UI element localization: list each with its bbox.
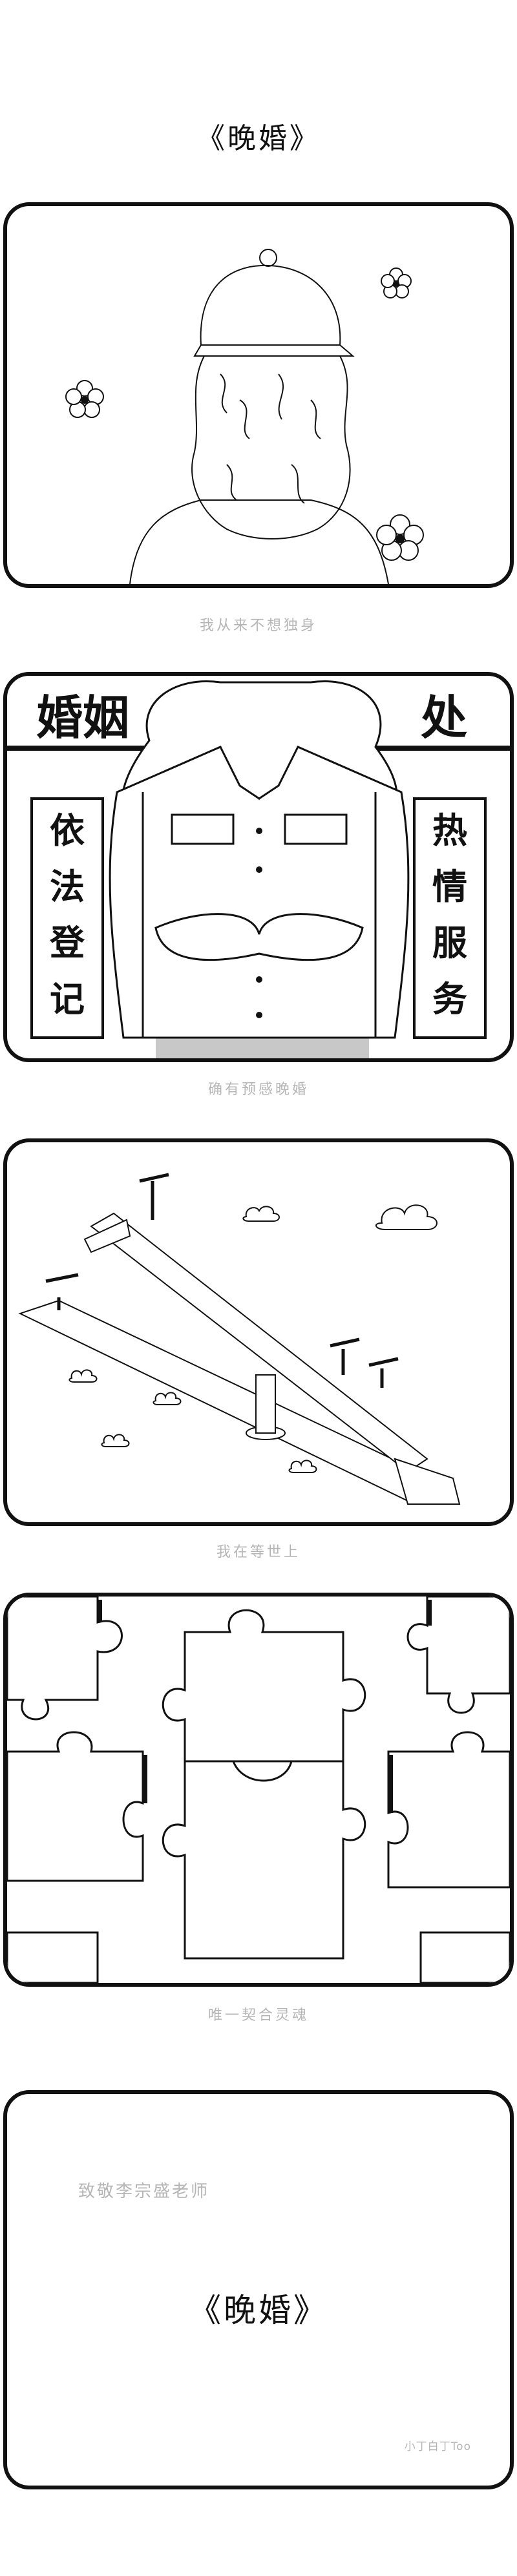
blossom-icon — [376, 514, 424, 561]
seesaw-illustration — [18, 1173, 461, 1505]
shoulders-outline — [129, 499, 389, 584]
svg-text:情: 情 — [432, 866, 467, 907]
cap-button — [259, 249, 277, 267]
handle-right-back — [368, 1357, 399, 1388]
svg-text:服: 服 — [432, 923, 467, 963]
panel-2: 婚姻 处 依 法 登 记 热 情 服 务 — [3, 672, 514, 1062]
cap-brim — [193, 344, 355, 357]
left-banner-text: 依 法 登 记 — [49, 810, 85, 1020]
seesaw-seat-left — [83, 1219, 131, 1253]
curly-hair-outline — [191, 355, 351, 539]
panel-3 — [3, 1138, 514, 1526]
svg-text:法: 法 — [50, 866, 85, 907]
panel-3-caption: 我在等世上 — [216, 1544, 301, 1560]
handle-left-back — [45, 1273, 79, 1310]
comic-title: 《晚婚》 — [196, 122, 321, 155]
jacket-pocket-left — [171, 813, 235, 845]
bush-icon — [69, 1369, 317, 1473]
left-banner — [30, 797, 104, 1039]
registry-office-sign-illustration: 婚姻 处 依 法 登 记 热 情 服 务 — [7, 680, 510, 1058]
panel-1-caption: 我从来不想独身 — [199, 618, 317, 634]
blossom-icon — [381, 267, 412, 298]
panel-5: 致敬李宗盛老师 《晚婚》 小丁白丁Too — [3, 2090, 514, 2489]
panel-1 — [3, 202, 514, 588]
puzzle-piece-left-top — [7, 1597, 123, 1721]
folded-arms — [154, 913, 364, 961]
cloud-icon — [242, 1206, 280, 1222]
handle-right-front — [330, 1337, 360, 1375]
svg-text:登: 登 — [49, 923, 85, 963]
hair-curls — [220, 373, 321, 504]
cap-crown — [200, 264, 341, 346]
right-banner — [413, 797, 487, 1039]
svg-text:依: 依 — [50, 810, 85, 851]
panel-4 — [3, 1593, 514, 1987]
puzzle-piece-right-top — [406, 1597, 510, 1714]
puzzle-piece-right-middle — [387, 1731, 510, 1889]
closing-title: 《晚婚》 — [189, 2292, 328, 2329]
puzzle-pair — [162, 1609, 366, 1960]
seesaw-post — [255, 1374, 276, 1434]
svg-text:务: 务 — [432, 979, 467, 1020]
puzzle-piece-center-top — [162, 1609, 366, 1763]
svg-text:处: 处 — [421, 691, 467, 745]
jacket-collar — [219, 746, 299, 800]
panel-4-caption: 唯一契合灵魂 — [207, 2007, 309, 2024]
artist-signature: 小丁白丁Too — [404, 2440, 471, 2453]
panel-2-caption: 确有预感晚婚 — [207, 1082, 309, 1098]
puzzle-piece-left-bottom — [7, 1931, 99, 1983]
puzzle-piece-left-middle — [7, 1731, 144, 1882]
handle-left-front — [139, 1173, 169, 1220]
puzzle-piece-right-bottom — [419, 1931, 510, 1983]
sign-top-left: 婚姻 — [36, 691, 129, 745]
seesaw-seat-right — [394, 1458, 461, 1505]
svg-text:记: 记 — [50, 979, 85, 1020]
puzzle-piece-center-bottom — [162, 1760, 366, 1960]
svg-text:婚姻: 婚姻 — [36, 691, 129, 745]
seesaw-plank-front — [90, 1212, 428, 1473]
girl-with-cap-illustration — [65, 249, 424, 584]
dedication-text: 致敬李宗盛老师 — [78, 2182, 210, 2201]
right-banner-text: 热 情 服 务 — [432, 810, 467, 1020]
cloud-icon — [375, 1204, 438, 1230]
sign-top-right: 处 — [421, 691, 467, 745]
jacket-pocket-right — [284, 813, 348, 845]
puzzle-pieces-illustration — [7, 1597, 510, 1983]
blossom-icon — [65, 380, 104, 418]
svg-text:热: 热 — [432, 810, 467, 851]
